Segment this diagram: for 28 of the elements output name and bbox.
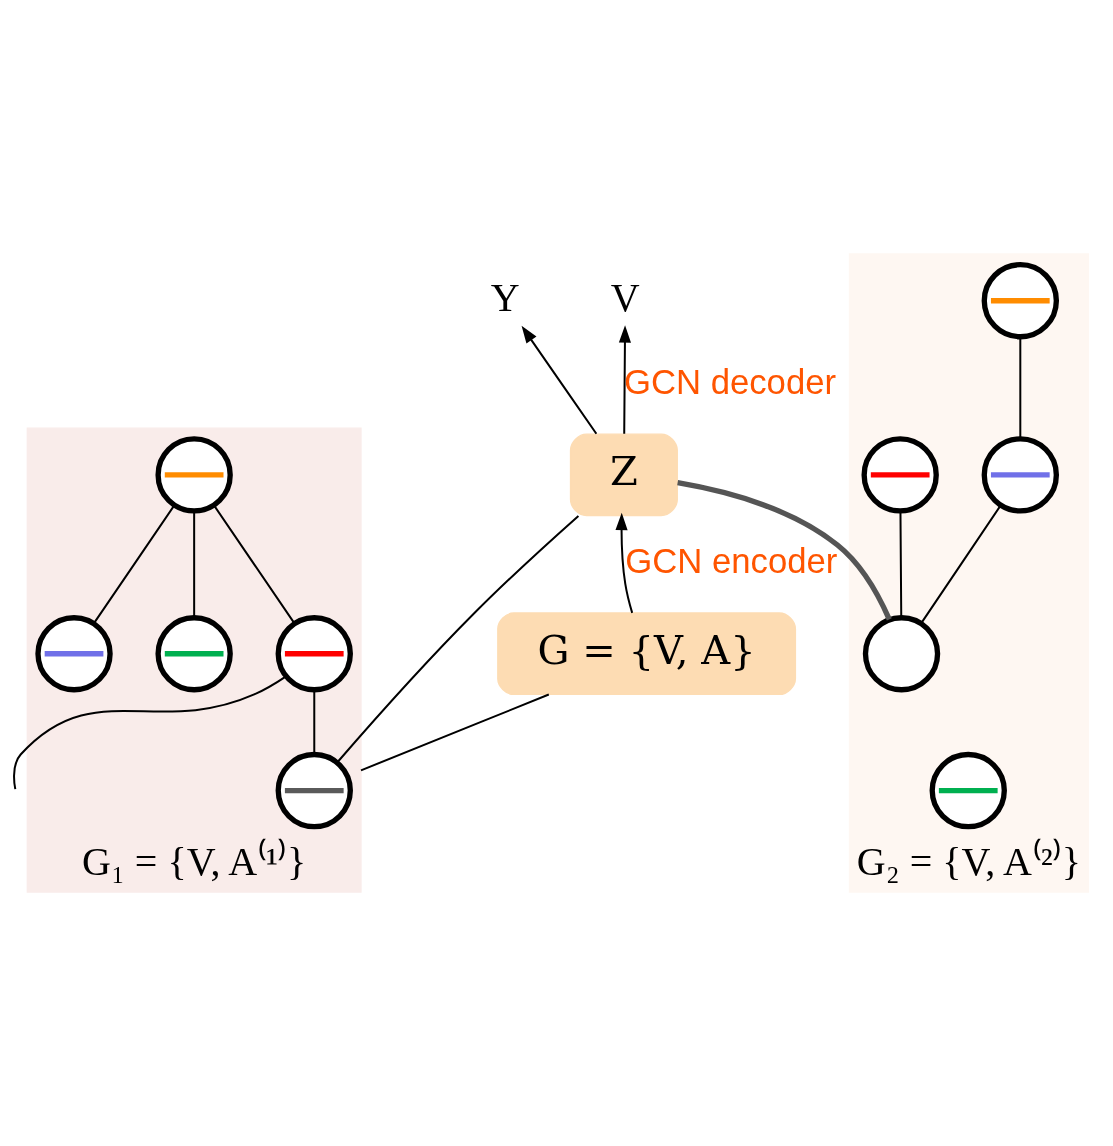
arrow	[521, 325, 598, 435]
arrow	[615, 512, 634, 614]
node-text: Y	[490, 274, 520, 320]
node-circle	[155, 615, 233, 693]
connector	[213, 504, 296, 625]
node-circle	[861, 436, 939, 514]
node-circle	[862, 615, 941, 693]
connector	[1019, 336, 1022, 440]
arrow	[618, 325, 631, 435]
connector	[13, 675, 288, 791]
node-text: V	[610, 274, 640, 320]
connector	[336, 514, 580, 764]
cluster: G₂ = {V, A⁽²⁾}	[848, 253, 1090, 893]
node-circle	[275, 751, 353, 830]
node-box: G = {V, A}	[497, 612, 797, 696]
node-circle	[981, 436, 1059, 514]
edge-label: GCN encoder	[625, 541, 838, 580]
node-circle	[981, 262, 1059, 340]
connector	[360, 693, 550, 772]
node-box: Z	[569, 433, 678, 517]
node-circle	[155, 436, 233, 514]
connector	[92, 504, 176, 625]
cluster: G₁ = {V, A⁽¹⁾}	[26, 427, 362, 893]
node-circle	[35, 615, 113, 693]
node-circle	[929, 751, 1007, 830]
connector	[920, 504, 1002, 625]
node-circle	[275, 615, 353, 693]
connector	[677, 480, 892, 621]
